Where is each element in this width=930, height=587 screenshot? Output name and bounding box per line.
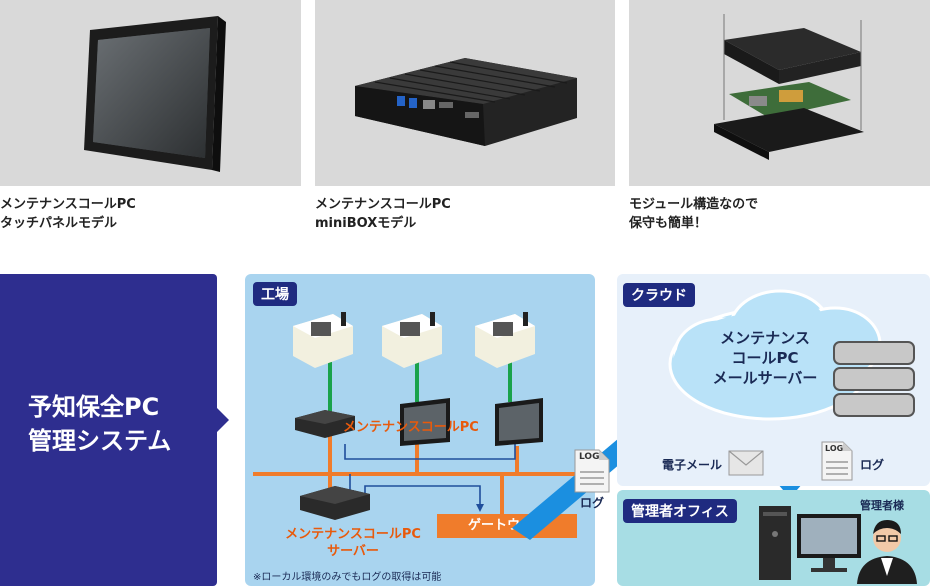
system-title-line-2: 管理システム: [28, 427, 172, 455]
photo-caption-touch-panel: メンテナンスコールPC タッチパネルモデル: [0, 195, 300, 233]
cloud-log-label: ログ: [860, 458, 885, 472]
office-equipment: [759, 506, 917, 584]
cloud-server-label: メンテナンス コールPC メールサーバー: [685, 328, 845, 388]
log-document-icon: [821, 441, 853, 481]
server-label-line-2: サーバー: [327, 544, 379, 559]
server-label-line-1: メンテナンスコールPC: [285, 527, 421, 542]
admin-label: 管理者様: [860, 499, 904, 512]
admin-person-icon: [857, 520, 917, 584]
office-tag: 管理者オフィス: [623, 499, 737, 523]
log-document-text: LOG: [579, 452, 600, 462]
module-image: [714, 14, 864, 160]
photo-touch-panel: [0, 0, 301, 186]
factory-network-diagram: [253, 312, 595, 520]
mail-label: 電子メール: [662, 458, 723, 472]
cloud-tag: クラウド: [623, 283, 695, 307]
monitor-icon: [797, 514, 861, 572]
cloud-label-line-1: メンテナンス: [720, 329, 810, 347]
caption-line-1: モジュール構造なので: [629, 197, 759, 212]
caption-line-1: メンテナンスコールPC: [0, 197, 136, 212]
minibox-pc-icon: [295, 410, 355, 438]
system-title-box: 予知保全PC 管理システム: [0, 274, 217, 586]
cloud-label-line-2: コールPC: [731, 349, 799, 367]
photo-caption-minibox: メンテナンスコールPC miniBOXモデル: [315, 195, 615, 233]
mail-envelope-icon: [728, 450, 764, 476]
system-title-line-1: 予知保全PC: [28, 393, 160, 421]
caption-line-2: 保守も簡単！: [629, 216, 708, 231]
log-caption: ログ: [580, 496, 605, 510]
photo-minibox: [315, 0, 615, 186]
desktop-tower-icon: [759, 506, 791, 580]
log-document-icon: [574, 449, 610, 493]
caption-line-1: メンテナンスコールPC: [315, 197, 451, 212]
log-document-text: LOG: [825, 444, 844, 453]
factory-note: ※ローカル環境のみでもログの取得は可能: [253, 572, 442, 583]
factory-server-label: メンテナンスコールPC サーバー: [268, 526, 438, 560]
photo-caption-module: モジュール構造なので 保守も簡単！: [629, 195, 929, 233]
factory-pc-label: メンテナンスコールPC: [343, 420, 479, 435]
server-stack-icon: [833, 341, 915, 417]
caption-line-2: miniBOXモデル: [315, 216, 417, 231]
server-pc-icon: [300, 486, 370, 520]
photo-module: [629, 0, 930, 186]
cloud-label-line-3: メールサーバー: [712, 369, 818, 387]
touch-panel-image: [84, 16, 226, 172]
machine-icon: [293, 312, 353, 368]
touch-panel-pc-icon: [495, 398, 543, 446]
minibox-image: [355, 58, 577, 146]
system-title: 予知保全PC 管理システム: [28, 390, 171, 458]
caption-line-2: タッチパネルモデル: [0, 216, 118, 231]
title-pointer: [217, 408, 229, 432]
factory-tag: 工場: [253, 282, 297, 306]
machine-icon: [382, 312, 442, 368]
machine-icon: [475, 312, 535, 368]
touch-panel-pc-icon: [400, 398, 450, 446]
